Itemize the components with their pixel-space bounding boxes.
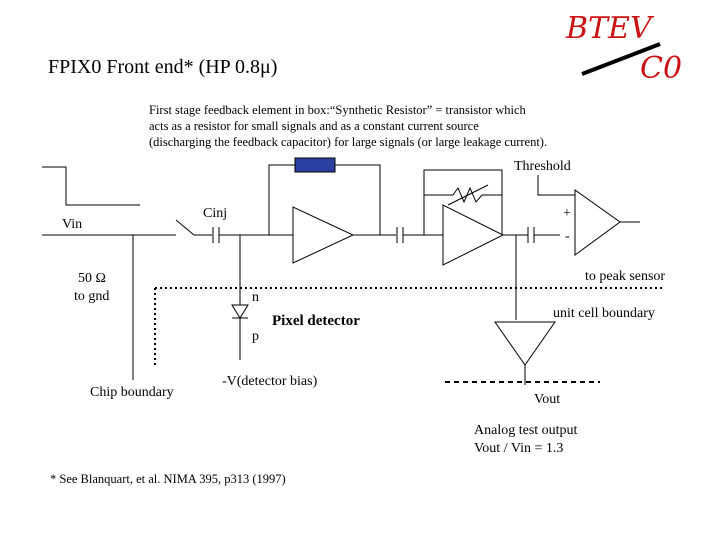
input-switch xyxy=(175,219,195,236)
vout-label: Vout xyxy=(534,392,560,407)
btev-c0-logo: BTEV C0 xyxy=(565,11,682,86)
chip-boundary-label: Chip boundary xyxy=(90,385,174,400)
minus-label: - xyxy=(565,229,570,244)
feedback-resistor-2 xyxy=(452,186,503,235)
input-pulse-waveform xyxy=(42,166,140,206)
shaper-triangle xyxy=(442,204,505,266)
plus-label: + xyxy=(563,206,571,221)
feedback-loop-2 xyxy=(423,194,453,235)
feedback-cap-2 xyxy=(423,169,503,195)
logo-btev-text: BTEV xyxy=(565,11,655,46)
unit-cell-boundary-label: unit cell boundary xyxy=(553,306,655,321)
analog-output-label-1: Analog test output xyxy=(474,423,578,438)
pixel-detector-label: Pixel detector xyxy=(272,313,360,329)
pixel-diode xyxy=(231,304,249,319)
output-buffer-triangle xyxy=(494,321,556,366)
vin-label: Vin xyxy=(62,217,82,232)
feedback-loop-1 xyxy=(268,164,381,235)
termination-label-1: 50 Ω xyxy=(78,271,106,286)
preamp-triangle xyxy=(292,206,355,264)
feedback-note: First stage feedback element in box:“Syn… xyxy=(149,103,548,149)
feedback-resistor-arrow xyxy=(447,184,489,206)
threshold-label: Threshold xyxy=(514,159,571,174)
discriminator-triangle xyxy=(574,189,621,256)
slide-title: FPIX0 Front end* (HP 0.8μ) xyxy=(48,56,278,78)
synthetic-resistor-box xyxy=(294,157,336,173)
logo-c0-text: C0 xyxy=(640,51,682,86)
termination-label-2: to gnd xyxy=(74,289,109,304)
n-label: n xyxy=(252,290,259,305)
to-peak-sensor-label: to peak sensor xyxy=(585,269,665,284)
analog-output-label-2: Vout / Vin = 1.3 xyxy=(474,441,563,456)
footnote: * See Blanquart, et al. NIMA 395, p313 (… xyxy=(50,472,286,486)
logo-slash xyxy=(581,42,661,76)
cinj-label: Cinj xyxy=(203,206,227,221)
p-label: p xyxy=(252,329,259,344)
threshold-line xyxy=(537,175,575,196)
detector-bias-label: -V(detector bias) xyxy=(222,374,318,389)
